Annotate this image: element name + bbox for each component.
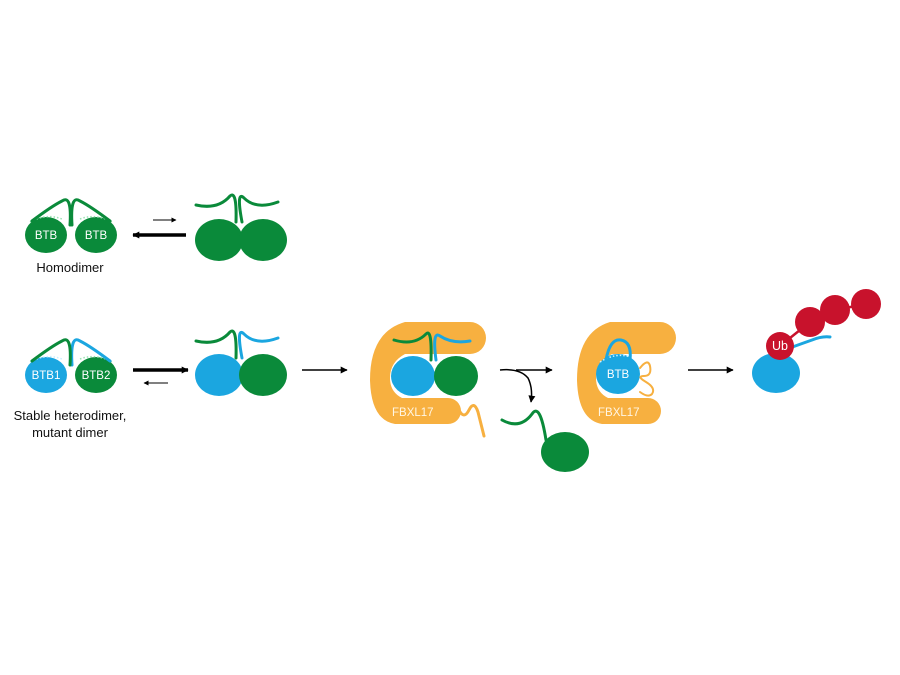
btb2-domain	[541, 432, 589, 472]
fbxl17-heterodimer-complex: FBXL17	[370, 322, 486, 438]
release-branch-arrow	[499, 368, 536, 403]
btb-label: BTB	[607, 369, 630, 381]
ubiquitin-1	[766, 332, 794, 360]
btb-domain	[596, 354, 640, 394]
n-terminal-strand-blue	[70, 338, 112, 367]
btb1-domain	[391, 356, 435, 396]
homodimer-label: Homodimer	[36, 260, 104, 275]
btb2-domain	[434, 356, 478, 396]
fbxl17-label: FBXL17	[598, 407, 640, 419]
fbxl17-btb-complex: BTB FBXL17	[577, 322, 676, 424]
n-terminal-strand-green	[500, 409, 548, 442]
fbxl17-label: FBXL17	[392, 407, 434, 419]
btb-label-right: BTB	[85, 230, 108, 242]
fbxl17-protein	[370, 322, 486, 424]
n-terminal-strand-green	[30, 338, 72, 367]
released-btb2	[500, 409, 589, 472]
fbxl17-protein	[577, 322, 676, 424]
btb1-domain	[25, 357, 67, 393]
btb-label-left: BTB	[35, 230, 58, 242]
n-terminal-strand	[237, 195, 280, 224]
btb-domain	[752, 353, 800, 393]
n-terminal-strand	[30, 198, 72, 227]
ubiquitin-4	[851, 289, 881, 319]
n-terminal-strand-green	[194, 329, 238, 360]
ubiquitin-3	[820, 295, 850, 325]
stable-heterodimer: BTB1 BTB2	[25, 338, 117, 393]
btb1-label: BTB1	[32, 370, 61, 382]
btb2-domain	[75, 357, 117, 393]
ubiquitinated-btb: Ub	[752, 289, 881, 393]
n-terminal-strand-green	[392, 331, 433, 362]
n-terminal-strand	[70, 198, 112, 227]
fbxl17-tail	[446, 403, 486, 438]
ubiquitin-2	[795, 307, 825, 337]
fbxl17-helix	[639, 361, 655, 397]
btb-domain-left	[25, 217, 67, 253]
ubiquitin-label: Ub	[772, 339, 788, 353]
heterodimer-label-line2: mutant dimer	[32, 425, 109, 440]
open-heterodimer	[194, 329, 287, 396]
btb-domain-left	[195, 219, 243, 261]
n-terminal-strand-blue	[237, 331, 280, 360]
n-terminal-loop	[604, 338, 632, 362]
open-homodimer	[194, 193, 287, 261]
btb-domain-right	[239, 219, 287, 261]
homodimer-complex: BTB BTB	[25, 198, 117, 253]
btb2-domain	[239, 354, 287, 396]
btb1-domain	[195, 354, 243, 396]
n-terminal-strand-blue	[433, 333, 472, 362]
btb2-label: BTB2	[82, 370, 111, 382]
heterodimer-label-line1: Stable heterodimer,	[14, 408, 127, 423]
n-terminal-strand	[194, 193, 238, 224]
interface-dots	[599, 354, 631, 363]
btb-domain-right	[75, 217, 117, 253]
